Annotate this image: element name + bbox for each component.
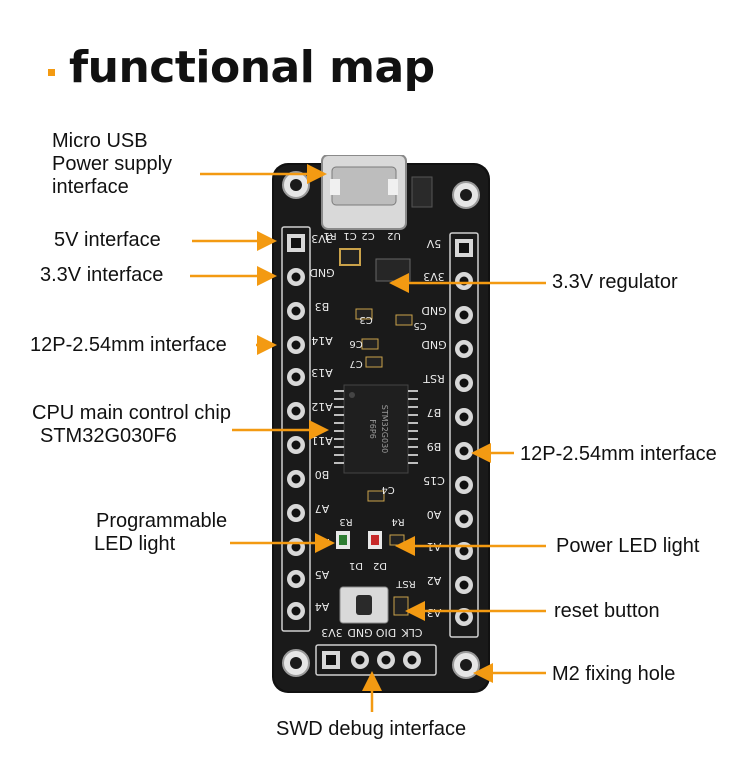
silk-right-pin: B9 (427, 440, 442, 453)
silk-part-ref: R3 (339, 516, 352, 527)
silk-right-pin: GND (421, 304, 446, 317)
chip-marking: STM32G030 (380, 405, 389, 454)
silk-left-pin: A7 (315, 502, 330, 515)
mounting-holes (282, 171, 480, 679)
silk-part-ref: D2 (373, 560, 387, 571)
silk-part-ref: C7 (349, 358, 362, 369)
silk-right-pin: A0 (427, 508, 442, 521)
silk-left-pin: A14 (311, 334, 333, 347)
silk-part-ref: R4 (391, 516, 404, 527)
silk-right-pin: C15 (423, 474, 445, 487)
reset-button-part (339, 586, 409, 624)
silk-part-ref: RST (395, 578, 415, 589)
cpu-chip (334, 384, 418, 474)
silk-part-ref: R1 (323, 230, 336, 241)
silk-part-ref: C1 (343, 230, 356, 241)
silk-left-pin: B0 (315, 468, 330, 481)
silk-left-pin: A5 (315, 568, 330, 581)
silk-part-ref: C4 (381, 484, 394, 495)
silk-swd-pin: GND (347, 626, 372, 639)
left-pin-header (281, 226, 311, 632)
label-cpu: CPU main control chip STM32G030F6 (32, 402, 231, 447)
title-block: functional map (48, 42, 435, 93)
silk-right-pin: A3 (427, 606, 442, 619)
silk-part-ref: C6 (349, 338, 362, 349)
label-swd: SWD debug interface (276, 718, 467, 740)
silk-left-pin: B3 (315, 300, 330, 313)
silk-left-pin: 3V3 (311, 232, 333, 245)
silk-right-pin: 5V (426, 237, 441, 250)
title-bullet-icon (48, 69, 55, 76)
silk-part-ref: C2 (361, 230, 374, 241)
label-regulator: 3.3V regulator (552, 271, 678, 293)
silk-right-pin: GND (421, 338, 446, 351)
label-reset: reset button (554, 600, 660, 622)
page-title: functional map (69, 42, 435, 93)
silk-swd-pin: DIO (375, 626, 396, 639)
silk-right-pin: RST (423, 372, 445, 385)
silk-part-ref: U2 (387, 230, 401, 241)
label-12p-right: 12P-2.54mm interface (520, 443, 717, 465)
silk-left-pin: GND (309, 266, 334, 279)
silk-part-ref: C5 (413, 320, 426, 331)
silk-left-pin: A4 (315, 600, 330, 613)
label-5v: 5V interface (54, 229, 161, 251)
silk-left-pin: A13 (311, 366, 333, 379)
silk-right-pin: B7 (427, 406, 442, 419)
label-micro-usb: Micro USB Power supply interface (52, 130, 173, 198)
board-image: 3V3GNDB3A14A13A12A11B0A7A6A5A45V3V3GNDGN… (272, 155, 490, 693)
label-12p-left: 12P-2.54mm interface (30, 334, 227, 356)
label-3v3: 3.3V interface (40, 264, 164, 286)
silk-swd-pin: CLK (401, 626, 423, 639)
silk-part-ref: C3 (359, 314, 372, 325)
silk-right-pin: A2 (427, 574, 442, 587)
silk-right-pin: 3V3 (423, 270, 445, 283)
silk-part-ref: D1 (349, 560, 363, 571)
label-power-led: Power LED light (556, 535, 700, 557)
silk-swd-pin: 3V3 (321, 626, 343, 639)
label-m2: M2 fixing hole (552, 663, 676, 685)
label-prog-led: Programmable LED light (94, 510, 228, 555)
silk-left-pin: A12 (311, 400, 333, 413)
chip-marking: F6P6 (368, 419, 377, 439)
